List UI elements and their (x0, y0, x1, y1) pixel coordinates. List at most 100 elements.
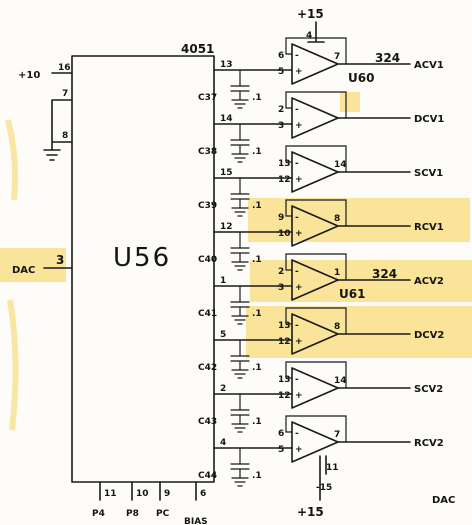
ch8-output-label: RCV2 (414, 438, 444, 449)
ch8-plus-pin: 5 (278, 445, 284, 455)
ch7-capacitor (230, 393, 250, 433)
ch2-pin-number: 14 (220, 114, 233, 124)
ch7-output-label: SCV2 (414, 384, 443, 395)
ch4-cap-name: C40 (198, 255, 217, 265)
corner-dac-label: DAC (432, 495, 455, 506)
ch1-minus-pin: 6 (278, 51, 284, 61)
ch2-cap-name: C38 (198, 147, 217, 157)
u61-label: U61 (339, 287, 365, 301)
u60-part: 324 (375, 51, 400, 65)
top-rail-label: +15 (297, 7, 324, 21)
ch4-opamp (291, 205, 339, 247)
ch5-plus-sign: + (295, 283, 303, 293)
bottom-pin-6: 6 (200, 489, 206, 499)
highlight-stroke-left-top (5, 119, 19, 201)
ch5-minus-pin: 2 (278, 267, 284, 277)
ch3-opamp (291, 151, 339, 193)
ch2-opamp (291, 97, 339, 139)
ch1-output-label: ACV1 (414, 60, 444, 71)
ch1-capacitor (230, 69, 250, 109)
ch3-output-label: SCV1 (414, 168, 443, 179)
ch7-cap-name: C43 (198, 417, 217, 427)
ch6-output-label: DCV2 (414, 330, 444, 341)
ch1-plus-pin: 5 (278, 67, 284, 77)
ch6-opamp (291, 313, 339, 355)
ch4-out-pin: 8 (334, 214, 340, 224)
ch8-out-pin: 7 (334, 430, 340, 440)
highlight-rcv1 (248, 198, 470, 242)
bottom-label-p8: P8 (126, 509, 139, 519)
u56-label: U56 (113, 243, 171, 273)
ch2-plus-pin: 3 (278, 121, 284, 131)
ch1-out-pin: 7 (334, 52, 340, 62)
ch8-cap-value: .1 (252, 471, 262, 481)
highlight-dcv2 (246, 306, 472, 358)
ch8-plus-sign: + (295, 445, 303, 455)
ch4-minus-pin: 9 (278, 213, 284, 223)
ch5-capacitor (230, 285, 250, 325)
u60-label: U60 (348, 71, 374, 85)
ch7-out-pin: 14 (334, 376, 347, 386)
ch1-cap-value: .1 (252, 93, 262, 103)
ch1-pin-number: 13 (220, 60, 233, 70)
ch3-feedback (285, 145, 347, 173)
ch1-opamp (291, 43, 339, 85)
ch3-pin-number: 15 (220, 168, 233, 178)
ch2-feedback (285, 91, 347, 119)
ch6-pin-number: 5 (220, 330, 226, 340)
bottom-neg-label: -15 (316, 483, 332, 493)
bottom-pins: 11 10 9 6 P4 P8 PC BIAS (92, 481, 208, 525)
u56-part-label: 4051 (181, 42, 214, 56)
highlight-stroke-left-bottom (7, 299, 19, 431)
ch5-opamp (291, 259, 339, 301)
ch7-feedback (285, 361, 347, 389)
ch6-feedback (285, 307, 347, 335)
bottom-label-bias: BIAS (184, 517, 208, 525)
ch4-capacitor (230, 231, 250, 271)
bottom-label-pc: PC (156, 509, 170, 519)
highlights (0, 92, 472, 431)
pin16-label: 16 (58, 63, 71, 73)
ch8-feedback (285, 415, 347, 443)
ch5-minus-sign: - (295, 267, 299, 277)
ch1-feedback (285, 37, 347, 65)
ch6-minus-sign: - (295, 321, 299, 331)
ch4-plus-pin: 10 (278, 229, 291, 239)
ch4-feedback (285, 199, 347, 227)
supply-label: +10 (18, 70, 40, 81)
pin8-label: 8 (62, 131, 68, 141)
ch3-capacitor (230, 177, 250, 217)
top-rail-pin: 4 (306, 31, 312, 41)
bottom-label-p4: P4 (92, 509, 105, 519)
highlight-dcv1 (340, 92, 360, 112)
bottom-pin-11: 11 (104, 489, 117, 499)
ch1-cap-name: C37 (198, 93, 217, 103)
ch7-plus-sign: + (295, 391, 303, 401)
ch3-minus-pin: 13 (278, 159, 291, 169)
ch1-plus-sign: + (295, 67, 303, 77)
ch2-minus-pin: 2 (278, 105, 284, 115)
bottom-rail-pin: 11 (326, 463, 339, 473)
pin7-label: 7 (62, 89, 68, 99)
ch4-pin-number: 12 (220, 222, 233, 232)
ch4-plus-sign: + (295, 229, 303, 239)
ch5-output-label: ACV2 (414, 276, 444, 287)
ch7-pin-number: 2 (220, 384, 226, 394)
bottom-pin-9: 9 (164, 489, 170, 499)
ch8-minus-sign: - (295, 429, 299, 439)
ch6-out-pin: 8 (334, 322, 340, 332)
ch5-plus-pin: 3 (278, 283, 284, 293)
bottom-rail-wire (319, 455, 327, 501)
ch2-plus-sign: + (295, 121, 303, 131)
ch3-plus-pin: 12 (278, 175, 291, 185)
ground-symbol (43, 149, 61, 161)
ch3-out-pin: 14 (334, 160, 347, 170)
ch6-capacitor (230, 339, 250, 379)
ch6-plus-pin: 12 (278, 337, 291, 347)
ch7-minus-sign: - (295, 375, 299, 385)
u56-chip-body (71, 55, 215, 483)
ch8-minus-pin: 6 (278, 429, 284, 439)
